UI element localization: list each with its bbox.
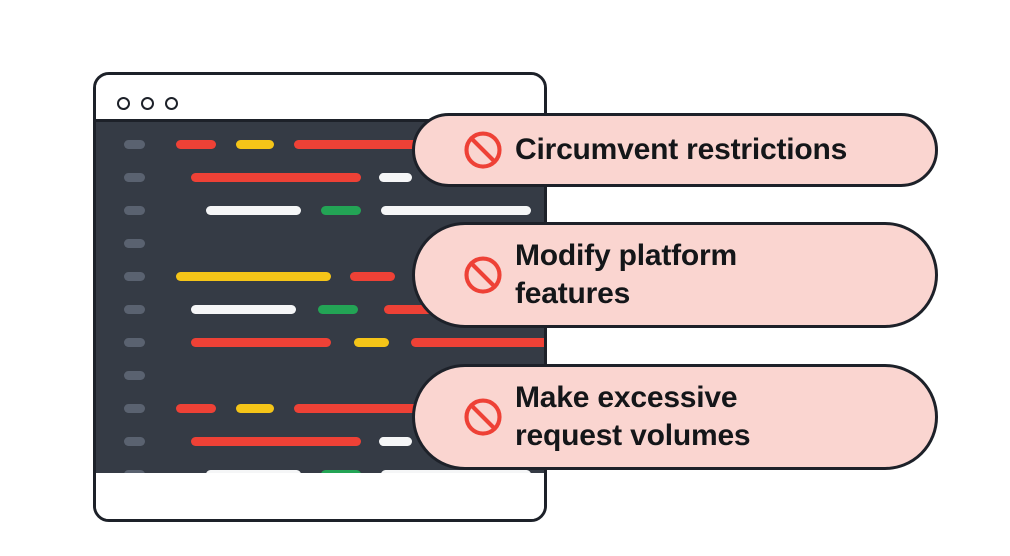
line-number-mark <box>124 206 145 215</box>
code-line <box>96 470 544 473</box>
browser-title-bar <box>96 75 544 119</box>
code-token-bar <box>176 140 216 149</box>
line-number-mark <box>124 272 145 281</box>
code-token-bar <box>379 173 412 182</box>
code-token-bar <box>350 272 395 281</box>
code-token-bar <box>176 404 216 413</box>
badge-circumvent-restrictions[interactable]: Circumvent restrictions <box>412 113 938 187</box>
line-number-mark <box>124 239 145 248</box>
prohibition-icon <box>464 256 502 294</box>
badge-label: Circumvent restrictions <box>515 132 848 166</box>
code-token-bar <box>236 140 274 149</box>
line-number-mark <box>124 371 145 380</box>
line-number-mark <box>124 305 145 314</box>
code-token-bar <box>321 470 361 473</box>
code-token-bar <box>381 470 531 473</box>
code-token-bar <box>321 206 361 215</box>
code-token-bar <box>191 305 296 314</box>
badge-label: Modify platform features <box>515 238 737 310</box>
code-token-bar <box>318 305 358 314</box>
line-number-mark <box>124 470 145 473</box>
code-token-bar <box>191 173 361 182</box>
code-line <box>96 371 544 380</box>
code-token-bar <box>206 470 301 473</box>
code-token-bar <box>206 206 301 215</box>
code-token-bar <box>236 404 274 413</box>
browser-footer-strip <box>96 473 544 519</box>
prohibition-icon <box>464 398 502 436</box>
line-number-mark <box>124 338 145 347</box>
line-number-mark <box>124 437 145 446</box>
code-token-bar <box>381 206 531 215</box>
code-token-bar <box>294 140 519 149</box>
code-line <box>96 140 544 149</box>
badge-label: Make excessive request volumes <box>515 380 751 452</box>
code-token-bar <box>176 272 331 281</box>
code-token-bar <box>294 404 519 413</box>
badge-modify-platform-features[interactable]: Modify platform features <box>412 222 938 328</box>
badge-make-excessive-request-volumes[interactable]: Make excessive request volumes <box>412 364 938 470</box>
code-line <box>96 206 544 215</box>
line-number-mark <box>124 140 145 149</box>
minimize-dot-icon[interactable] <box>141 97 154 110</box>
code-token-bar <box>354 338 389 347</box>
close-dot-icon[interactable] <box>117 97 130 110</box>
code-line <box>96 239 544 248</box>
code-token-bar <box>191 437 361 446</box>
maximize-dot-icon[interactable] <box>165 97 178 110</box>
prohibition-icon <box>464 131 502 169</box>
code-token-bar <box>379 437 412 446</box>
code-token-bar <box>411 338 544 347</box>
line-number-mark <box>124 404 145 413</box>
traffic-light-group <box>117 97 178 110</box>
line-number-mark <box>124 173 145 182</box>
code-token-bar <box>191 338 331 347</box>
code-line <box>96 338 544 347</box>
